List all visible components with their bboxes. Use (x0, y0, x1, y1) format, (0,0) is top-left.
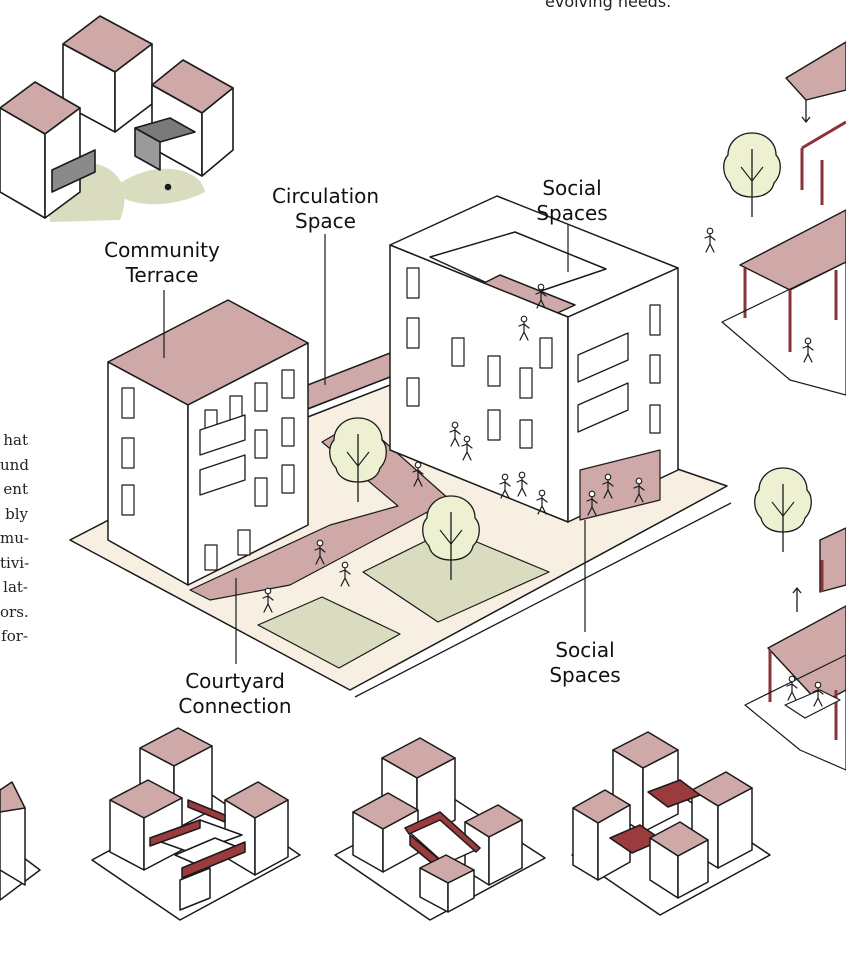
label-social-spaces-top: Social Spaces (522, 176, 622, 226)
text-fragment: ent (3, 480, 28, 498)
text-fragment: mu- (0, 529, 29, 547)
top-note: evolving needs. (545, 0, 672, 11)
text-fragment: und (0, 455, 29, 474)
label-line: Space (295, 209, 356, 233)
person-icon (802, 337, 814, 363)
massing-variant-1 (0, 781, 41, 901)
massing-variant-4 (571, 731, 771, 916)
text-fragment: lat- (3, 578, 28, 596)
label-line: Spaces (549, 663, 621, 687)
right-pavilions (721, 41, 846, 771)
tree-icon (754, 467, 812, 553)
left-text-fragments: hat und ent bly mu- tivi- lat- ors. for- (0, 428, 30, 649)
label-line: Circulation (271, 184, 380, 208)
arrow-down-icon (801, 100, 811, 124)
label-circulation-space: Circulation Space (258, 184, 393, 234)
text-fragment: ors. (0, 602, 29, 621)
label-social-spaces-bottom: Social Spaces (535, 638, 635, 688)
text-fragment: hat (3, 431, 28, 449)
text-fragment: tivi- (0, 553, 30, 572)
text-fragment: bly (5, 504, 28, 523)
label-courtyard-connection: Courtyard Connection (165, 669, 305, 719)
text-fragment: for- (1, 627, 28, 645)
label-community-terrace: Community Terrace (92, 238, 232, 288)
label-line: Connection (178, 694, 292, 718)
tree-icon (723, 132, 781, 218)
label-line: Community (104, 238, 220, 262)
leader-lines (163, 225, 586, 664)
label-line: Terrace (125, 263, 199, 287)
top-left-cluster (0, 15, 234, 222)
label-line: Social (542, 176, 602, 200)
label-line: Social (555, 638, 615, 662)
person-icon (704, 227, 716, 253)
label-line: Spaces (536, 201, 608, 225)
arrow-up-icon (792, 586, 802, 612)
label-line: Courtyard (185, 669, 285, 693)
massing-variant-2 (91, 727, 301, 921)
main-site (69, 195, 732, 698)
massing-variant-3 (334, 737, 546, 921)
